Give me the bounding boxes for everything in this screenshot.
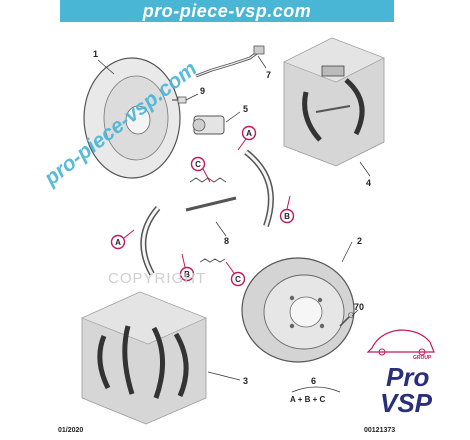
site-banner-text: pro-piece-vsp.com bbox=[142, 1, 312, 21]
footer-date: 01/2020 bbox=[58, 427, 84, 434]
kit-formula: A + B + C bbox=[290, 395, 325, 404]
callout-a-left: A bbox=[110, 229, 135, 250]
logo-vsp-text: VSP bbox=[380, 388, 433, 418]
part-number-8: 8 bbox=[224, 236, 229, 246]
part-number-1: 1 bbox=[93, 49, 98, 59]
brake-shoe-right bbox=[244, 149, 274, 227]
backing-plate bbox=[83, 57, 181, 179]
part-number-6: 6 bbox=[311, 376, 316, 386]
part-number-9: 9 bbox=[200, 86, 205, 96]
kit-bracket bbox=[291, 386, 341, 393]
part-number-70: 70 bbox=[354, 302, 364, 312]
brake-hose bbox=[195, 45, 265, 78]
callout-c-lower: C bbox=[225, 261, 246, 287]
shoe-set-box-3 bbox=[81, 291, 207, 425]
part-number-4: 4 bbox=[366, 178, 371, 188]
leader-lines bbox=[97, 55, 371, 381]
brake-drum bbox=[241, 257, 355, 363]
part-number-2: 2 bbox=[357, 236, 362, 246]
callout-b-right: B bbox=[279, 195, 295, 224]
callout-b-lower-label: B bbox=[184, 270, 190, 279]
callout-b-lower: B bbox=[179, 253, 195, 282]
shoe-kit-box-4 bbox=[283, 37, 385, 167]
site-banner: pro-piece-vsp.com bbox=[60, 0, 394, 22]
wheel-cylinder bbox=[192, 115, 225, 135]
logo-car-outline bbox=[366, 329, 435, 356]
callout-a-left-label: A bbox=[115, 238, 121, 247]
callout-c-upper: C bbox=[190, 156, 211, 183]
footer-reference: 00121373 bbox=[364, 427, 396, 434]
callout-a-upper: A bbox=[237, 125, 257, 151]
logo-pro-text: Pro bbox=[386, 362, 430, 392]
brake-shoe-left bbox=[140, 206, 161, 276]
callout-a-upper-label: A bbox=[246, 129, 252, 138]
adjuster-strut bbox=[185, 177, 237, 263]
logo-group-text: GROUP bbox=[413, 355, 432, 361]
callout-c-lower-label: C bbox=[235, 275, 241, 284]
part-number-5: 5 bbox=[243, 104, 248, 114]
callout-c-upper-label: C bbox=[195, 160, 201, 169]
part-number-3: 3 bbox=[243, 376, 248, 386]
drum-screw bbox=[339, 312, 354, 327]
part-number-7: 7 bbox=[266, 70, 271, 80]
callout-b-right-label: B bbox=[284, 212, 290, 221]
watermark-copyright: COPYRIGHT bbox=[108, 270, 207, 287]
